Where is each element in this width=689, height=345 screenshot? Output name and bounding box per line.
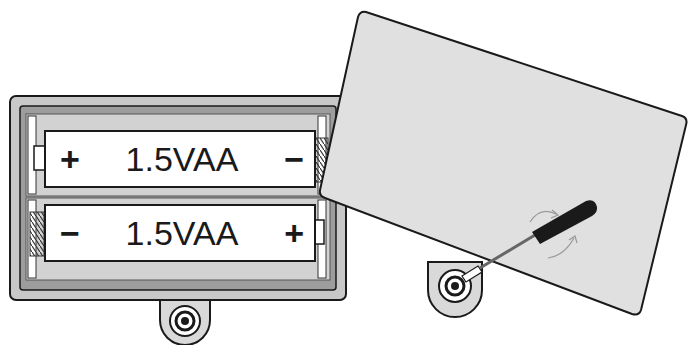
battery-rating: 1.5VAA <box>126 216 239 250</box>
aa-battery: − 1.5VAA + <box>44 204 316 262</box>
aa-battery: +1.5VAA − <box>44 130 316 188</box>
polarity-mark: + <box>284 216 304 250</box>
polarity-mark: − <box>60 216 80 250</box>
polarity-mark: − <box>284 142 304 176</box>
battery-rating: 1.5VAA <box>126 142 239 176</box>
polarity-mark: + <box>60 142 80 176</box>
